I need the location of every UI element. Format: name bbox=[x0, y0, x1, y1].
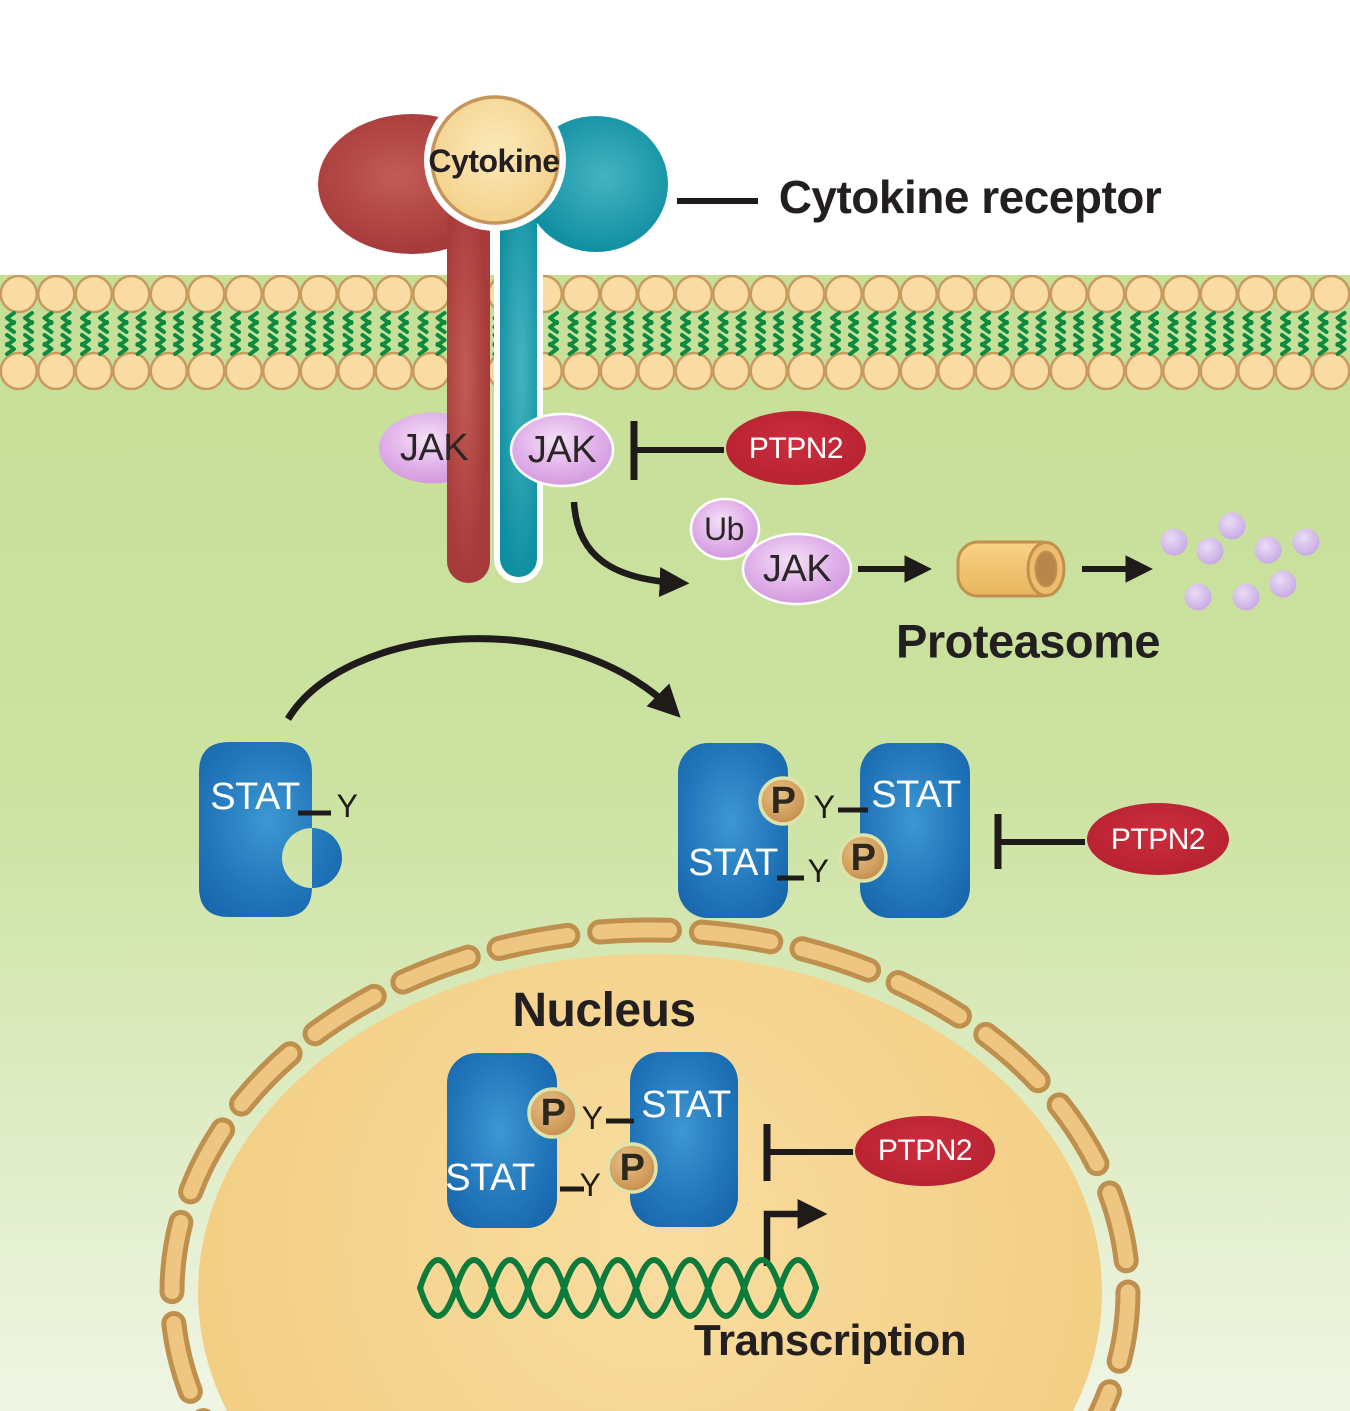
ptpn2-nuclear-inhibition bbox=[763, 1124, 853, 1181]
ub-oval bbox=[689, 497, 761, 561]
stat-nucleus-left-label: STAT bbox=[445, 1157, 535, 1199]
stat-monomer-label: STAT bbox=[210, 776, 300, 818]
transcription-start-arrow bbox=[763, 1199, 828, 1266]
ptpn2-label-membrane: PTPN2 bbox=[748, 432, 844, 465]
stat-cytoplasm-right-label: STAT bbox=[871, 774, 961, 816]
p-cytoplasm-top-label: P bbox=[770, 780, 796, 822]
stat-nucleus-right-label: STAT bbox=[641, 1084, 731, 1126]
nucleus-label: Nucleus bbox=[512, 984, 696, 1037]
stat-monomer-y-label: Y bbox=[336, 788, 358, 824]
ptpn2-jak-inhibition bbox=[630, 421, 724, 480]
y-nucleus-bottom-label: Y bbox=[579, 1167, 601, 1203]
stat-cytoplasm-left-label: STAT bbox=[688, 842, 778, 884]
jak-ub-label: JAK bbox=[762, 548, 832, 590]
cytokine-shape bbox=[424, 89, 566, 231]
y-cytoplasm-top-label: Y bbox=[813, 789, 835, 825]
jak-ubiquitination-arrow bbox=[570, 501, 690, 597]
jak-left-label: JAK bbox=[399, 427, 469, 469]
stat-dimer-cytoplasm bbox=[678, 743, 970, 918]
proteasome-label: Proteasome bbox=[895, 614, 1161, 668]
p-nucleus-top-label: P bbox=[540, 1092, 566, 1134]
ub-label: Ub bbox=[704, 511, 744, 547]
y-cytoplasm-bottom-label: Y bbox=[807, 853, 829, 889]
jak-right-label: JAK bbox=[527, 429, 597, 471]
p-cytoplasm-bottom-label: P bbox=[850, 837, 876, 879]
stat-monomer-shape bbox=[199, 742, 342, 917]
ptpn2-oval-2 bbox=[1087, 803, 1229, 875]
p-nucleus-bottom-label: P bbox=[619, 1147, 645, 1189]
proteasome-shape bbox=[956, 540, 1066, 598]
cytokine-label: Cytokine bbox=[428, 143, 560, 179]
stat-dimer-nucleus bbox=[447, 1052, 738, 1228]
transcription-label: Transcription bbox=[693, 1316, 967, 1365]
ptpn2-stat-inhibition bbox=[994, 814, 1085, 869]
jak-ub-oval bbox=[741, 532, 853, 606]
degraded-particles bbox=[1160, 512, 1320, 611]
ptpn2-label-cytoplasm: PTPN2 bbox=[1110, 823, 1206, 856]
ptpn2-oval-1 bbox=[726, 411, 866, 485]
y-nucleus-top-label: Y bbox=[581, 1100, 603, 1136]
jak-right-oval bbox=[509, 412, 615, 488]
cell-membrane bbox=[0, 275, 1350, 390]
ptpn2-label-nucleus: PTPN2 bbox=[877, 1134, 973, 1167]
ptpn2-oval-3 bbox=[855, 1116, 995, 1186]
dna-helix bbox=[417, 1257, 819, 1319]
stat-activation-arrow bbox=[285, 635, 681, 721]
cytokine-receptor-label: Cytokine receptor bbox=[778, 171, 1162, 223]
